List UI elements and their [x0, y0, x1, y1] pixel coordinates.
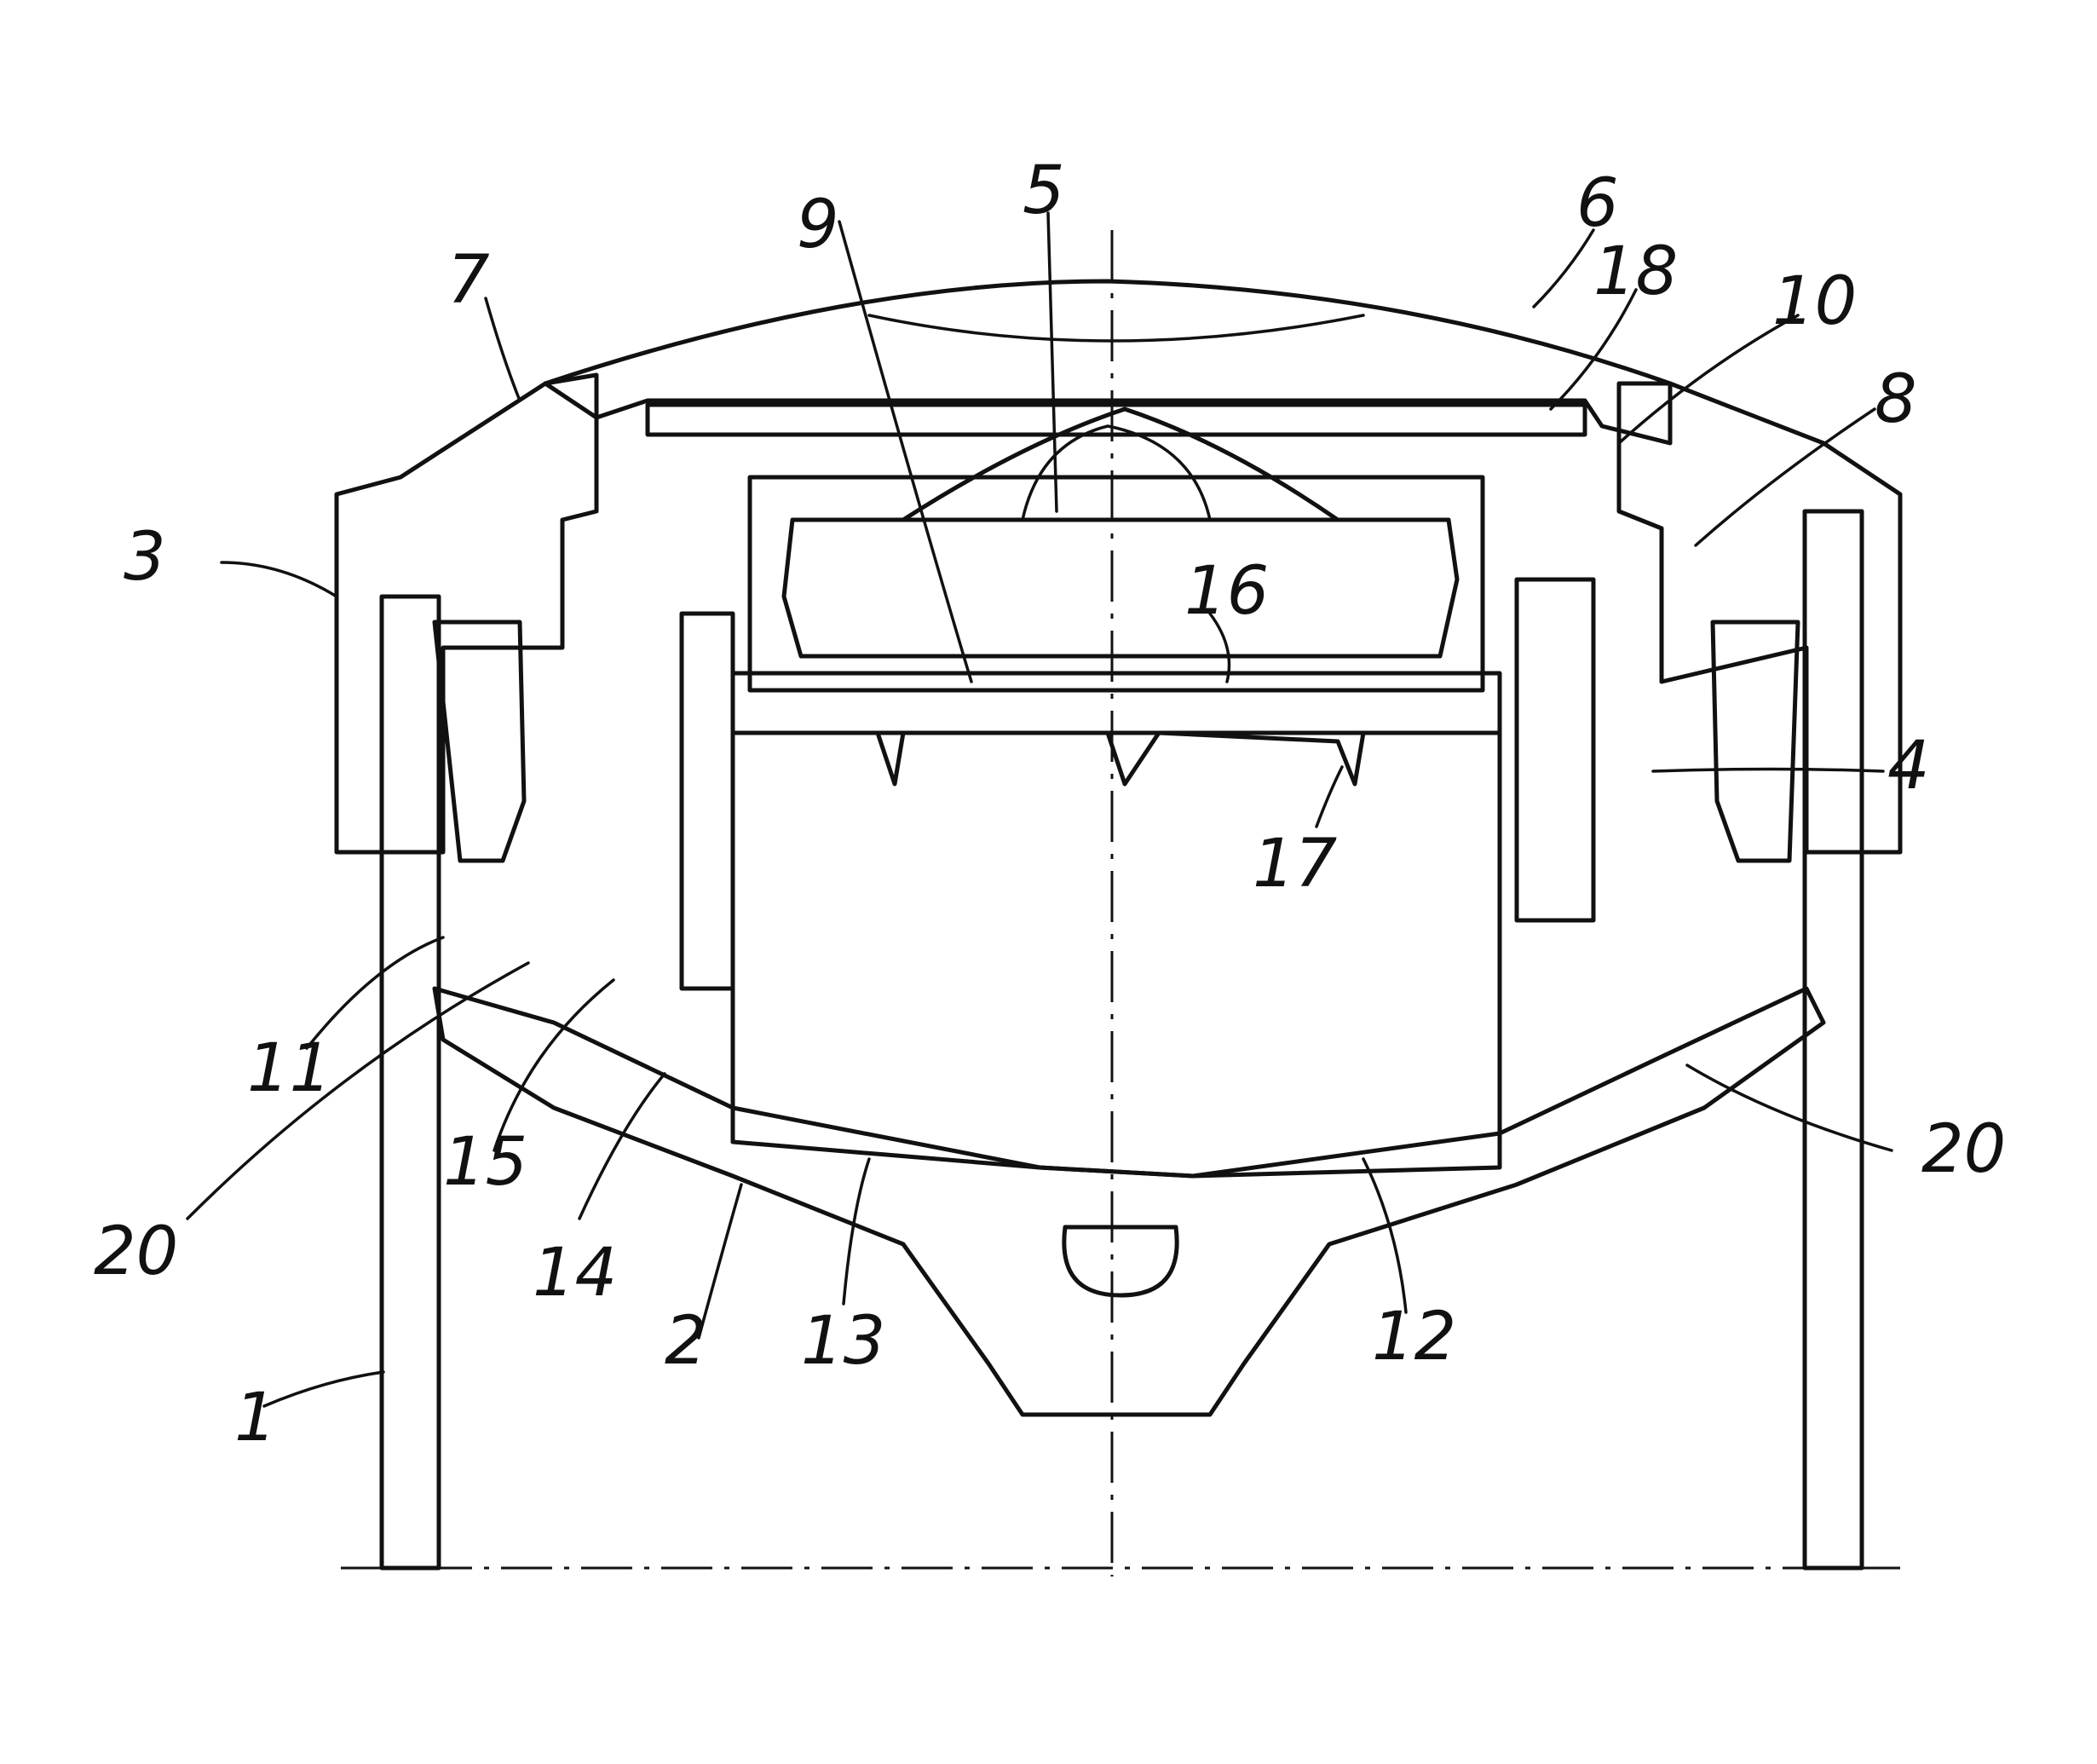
outer-cap-left: [337, 375, 596, 852]
bottom-knob: [1064, 1227, 1177, 1295]
leader-3: [222, 562, 337, 597]
label-2: 2: [665, 1303, 707, 1380]
leader-4: [1653, 770, 1883, 772]
outer-cap-right: [1619, 383, 1900, 852]
tube-right-wall: [1805, 511, 1862, 1568]
label-15: 15: [443, 1124, 527, 1201]
label-20-left: 20: [94, 1213, 178, 1290]
leader-13: [844, 1159, 869, 1304]
insert-dome: [903, 409, 1338, 520]
label-14: 14: [533, 1235, 617, 1311]
label-8: 8: [1875, 361, 1917, 438]
leader-17: [1316, 767, 1342, 827]
bottom-shell: [435, 989, 1823, 1415]
label-20-right: 20: [1921, 1111, 2006, 1188]
leader-7: [486, 298, 520, 401]
label-3: 3: [124, 519, 166, 596]
label-4: 4: [1887, 728, 1930, 804]
label-13: 13: [801, 1303, 885, 1380]
insert-body: [784, 520, 1457, 656]
leader-12: [1363, 1159, 1406, 1312]
ring-part-left: [682, 614, 733, 989]
ring-part-right: [1517, 579, 1593, 920]
top-cover: [545, 281, 1670, 443]
label-11: 11: [247, 1030, 331, 1107]
label-16: 16: [1184, 553, 1269, 630]
membrane-plate: [648, 405, 1585, 435]
label-1: 1: [234, 1380, 277, 1456]
label-9: 9: [797, 187, 839, 263]
label-7: 7: [447, 242, 490, 319]
label-17: 17: [1253, 826, 1337, 902]
core-block: [733, 733, 1500, 1176]
label-5: 5: [1023, 153, 1065, 229]
label-12: 12: [1372, 1299, 1456, 1375]
label-10: 10: [1772, 263, 1857, 340]
label-18: 18: [1593, 233, 1678, 310]
leader-1: [264, 1372, 383, 1406]
top-cover-recess: [869, 315, 1363, 341]
tube-left-wall: [382, 597, 439, 1568]
leader-5: [1048, 213, 1057, 511]
label-6: 6: [1576, 165, 1619, 242]
left-pin: [435, 622, 524, 861]
